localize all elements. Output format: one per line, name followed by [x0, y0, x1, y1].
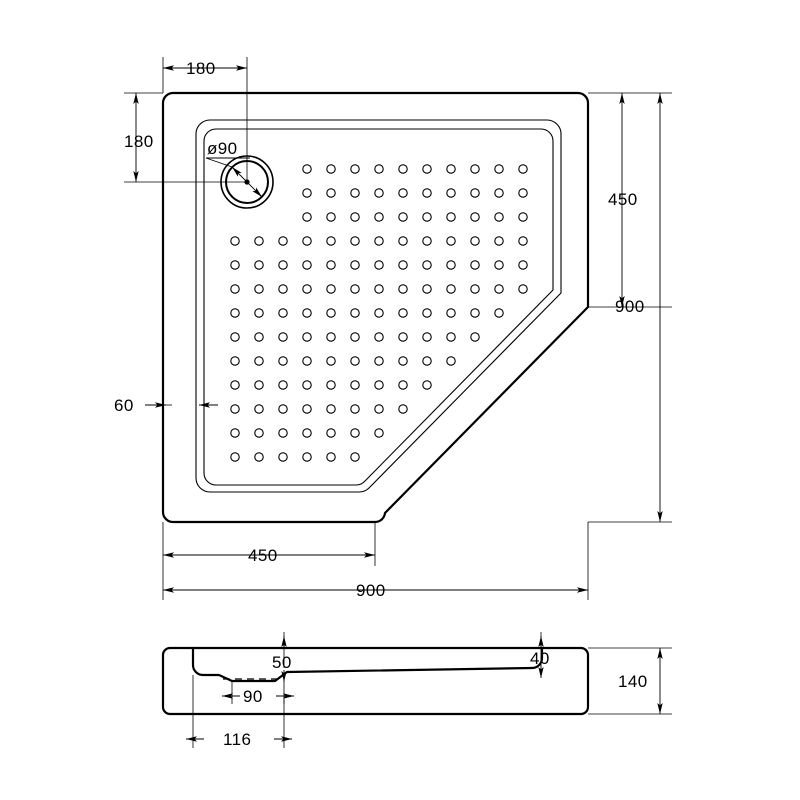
drain-recess-depth-label: 50	[272, 653, 292, 672]
dimension-chamfer-offset-bottom: 450	[163, 546, 375, 565]
overall-thickness-label: 140	[618, 672, 648, 691]
antislip-dot-pattern	[230, 164, 528, 462]
chamfer-offset-right-label: 450	[608, 190, 638, 209]
dimension-drain-recess-width: 90	[222, 687, 294, 706]
overall-height-label: 900	[615, 297, 645, 316]
drain-offset-y-label: 180	[124, 132, 154, 151]
dimension-overall-width: 900	[163, 581, 588, 600]
dimension-drain-recess-depth: 50	[272, 636, 292, 682]
basin-contour-outer	[195, 119, 562, 493]
drain-diameter-dimension: ø90	[205, 139, 263, 198]
section-inner-profile	[191, 646, 544, 683]
dimension-drain-offset-y: 180	[124, 93, 154, 182]
chamfer-offset-bottom-label: 450	[248, 546, 278, 565]
dimension-rim-width: 60	[114, 396, 218, 415]
plan-view: ø90 180 180 60 450	[114, 57, 672, 600]
dimension-basin-floor-depth: 40	[530, 636, 550, 678]
drain-recess-width-label: 90	[243, 687, 263, 706]
drain-diameter-label: ø90	[207, 139, 238, 158]
drain-offset-x-label: 180	[186, 59, 216, 78]
dimension-overall-height: 900	[615, 93, 663, 522]
overall-width-label: 900	[356, 581, 386, 600]
basin-contour-inner	[203, 128, 554, 486]
basin-floor-depth-label: 40	[530, 649, 550, 668]
dimension-chamfer-offset-right: 450	[608, 93, 638, 307]
rim-width-label: 60	[114, 396, 134, 415]
dimension-drain-offset-x: 180	[163, 59, 247, 78]
tray-outer-outline	[161, 91, 590, 524]
drain-recess-offset-label: 116	[223, 730, 251, 749]
section-body-outline	[161, 646, 590, 716]
dimension-overall-thickness: 140	[618, 648, 663, 714]
section-view: 50 40 90 116 140	[161, 632, 672, 749]
dimension-drain-recess-offset: 116	[186, 730, 292, 749]
